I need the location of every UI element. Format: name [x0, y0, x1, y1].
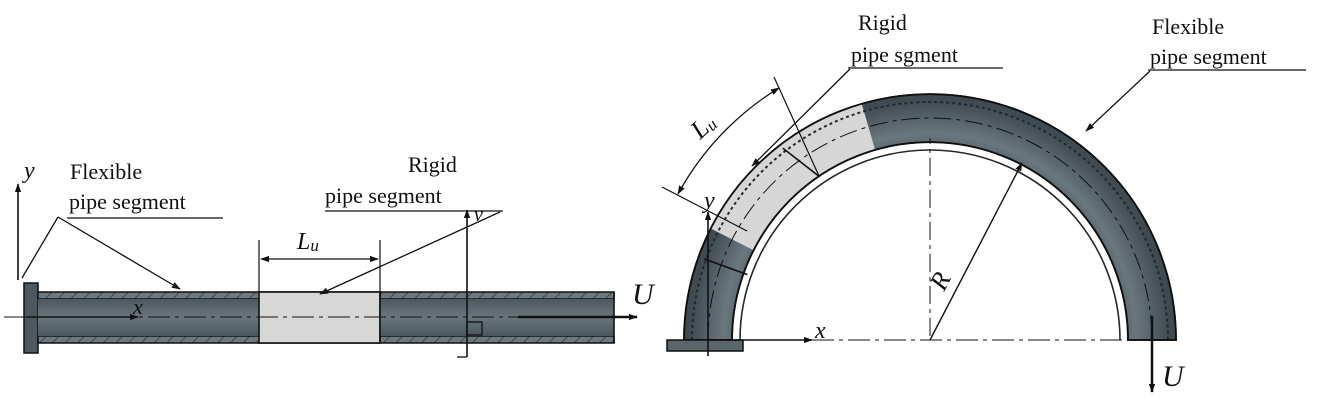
velocity-label-right: U — [1162, 360, 1186, 393]
radius-label: R — [923, 267, 957, 296]
flexible-leader-right — [1085, 70, 1151, 132]
rigid-label-right-1: Rigid — [858, 10, 907, 35]
velocity-label-left: U — [632, 278, 656, 311]
y-axis-label-left: y — [22, 158, 35, 184]
y-axis-label-right: y — [702, 188, 715, 214]
flexible-leader-2 — [21, 216, 59, 279]
curved-pipe-diagram: Rigid pipe sgment Flexible pipe segment … — [661, 10, 1306, 393]
rigid-label-left-1: Rigid — [408, 152, 457, 177]
flexible-label-left-1: Flexible — [70, 159, 142, 184]
v-label: v — [474, 204, 483, 226]
x-axis-label-left: x — [132, 294, 143, 319]
radius-arrow — [929, 162, 1023, 341]
length-dimension-arc — [677, 87, 780, 195]
arch-centerline — [707, 117, 1153, 341]
rigid-label-left-2: pipe segment — [325, 183, 442, 208]
rigid-leader-right — [751, 68, 851, 167]
length-label-right: Lu — [684, 108, 721, 146]
rigid-label-right-2: pipe sgment — [851, 42, 958, 67]
flexible-label-right-1: Flexible — [1152, 14, 1224, 39]
flexible-label-left-2: pipe segment — [69, 189, 186, 214]
rigid-leader — [319, 211, 501, 295]
pipe-flange — [23, 282, 39, 354]
flexible-label-right-2: pipe segment — [1150, 44, 1267, 69]
right-angle-mark — [466, 321, 483, 336]
length-label-left: Lu — [296, 229, 319, 255]
x-axis-label-right: x — [814, 318, 826, 344]
flexible-leader-1 — [57, 216, 181, 290]
straight-pipe-diagram: Flexible pipe segment Rigid pipe segment… — [4, 152, 656, 358]
arch-flange — [666, 339, 744, 352]
